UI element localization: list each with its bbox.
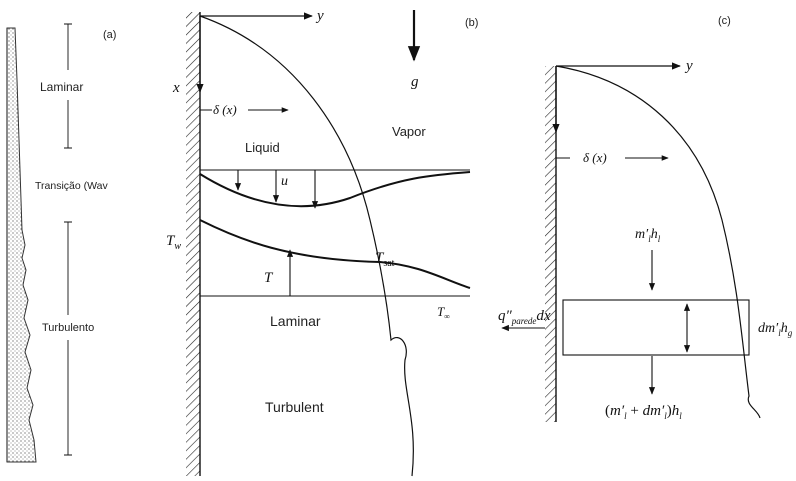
axis-x-label-b: x [172, 80, 180, 96]
panel-a: (a) Laminar Transição (Wav Turbulento [6, 23, 116, 463]
panel-b: y x (b) g δ (x) Liquid Vapor u Tw T Tsat… [166, 8, 478, 477]
turbulent-label-b: Turbulent [265, 399, 324, 415]
velocity-profile [199, 171, 471, 208]
inflow-label: m′lhl [635, 227, 661, 244]
wall-c [545, 66, 556, 422]
axis-y-label-c: y [684, 58, 693, 74]
temp-label: T [264, 270, 274, 286]
control-volume [562, 299, 750, 356]
vapor-label: Vapor [392, 124, 426, 139]
wall-b [186, 12, 200, 476]
inf-temp-label: T∞ [437, 304, 450, 321]
film-edge-b [199, 15, 414, 477]
region-laminar-label: Laminar [40, 80, 83, 94]
wall-flux-label: q″parededx [498, 308, 551, 326]
outflow-label: (m′l + dm′l)hl [605, 403, 682, 421]
region-transition-label: Transição (Wav [35, 180, 108, 192]
sat-temp-label: Tsat [375, 250, 395, 269]
liquid-label: Liquid [245, 140, 280, 155]
delta-label-c: δ (x) [583, 150, 607, 165]
temperature-profile [199, 219, 471, 289]
delta-label-b: δ (x) [213, 102, 237, 117]
panel-c: y (c) δ (x) m′lhl q″parededx dm′lhg (m′l… [498, 15, 793, 422]
panel-a-label: (a) [103, 29, 116, 41]
velocity-label: u [281, 174, 288, 189]
axis-y-label-b: y [315, 8, 324, 24]
laminar-label-b: Laminar [270, 313, 321, 329]
condensation-label: dm′lhg [758, 321, 793, 338]
film-profile-a [6, 27, 37, 463]
wall-temp-label: Tw [166, 233, 181, 252]
panel-c-label: (c) [718, 15, 731, 27]
region-turbulent-label: Turbulento [42, 322, 94, 334]
panel-b-label: (b) [465, 17, 478, 29]
gravity-label: g [411, 74, 419, 90]
film-edge-c [555, 65, 761, 419]
